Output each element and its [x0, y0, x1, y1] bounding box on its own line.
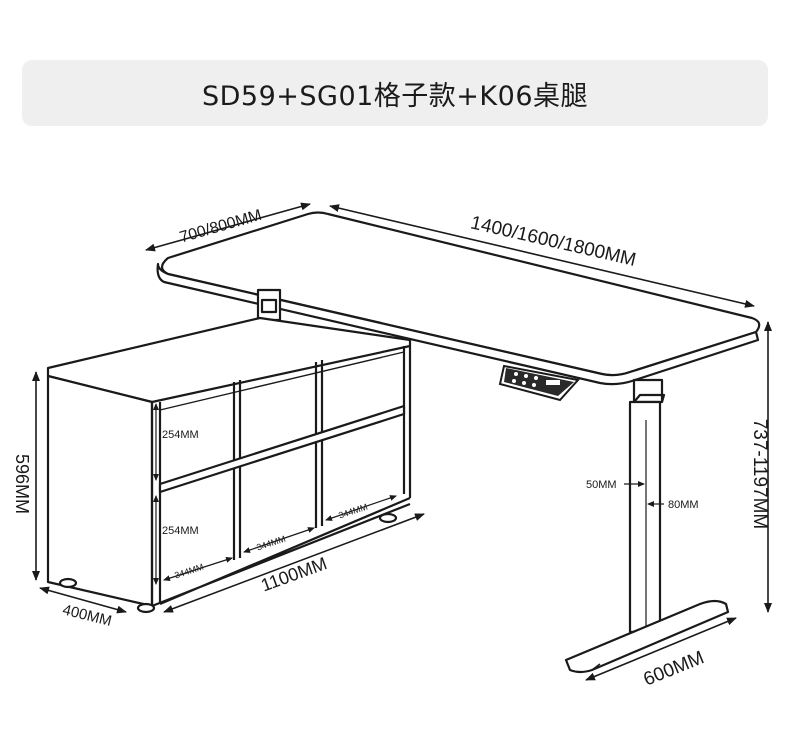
label-cabinet-height: 596MM: [12, 454, 32, 514]
cabinet-foot: [378, 512, 398, 524]
dim-line-desk-width: [329, 204, 755, 308]
lifting-column: [628, 378, 666, 634]
label-cell-width-left: 344MM: [173, 562, 205, 581]
shelf-upper: [158, 404, 406, 494]
desktop-edge: [156, 262, 760, 386]
label-cell-width-middle: 344MM: [255, 534, 287, 553]
cabinet-foot: [58, 577, 78, 589]
label-column-inner: 80MM: [668, 499, 699, 511]
cabinet-foot: [136, 602, 156, 614]
label-height-range: 737-1197MM: [749, 419, 770, 530]
page-title: SD59+SG01格子款+K06桌腿: [201, 80, 588, 112]
title-bar: SD59+SG01格子款+K06桌腿: [22, 60, 768, 126]
dim-line-side-depth: [145, 202, 311, 252]
label-cell-height-lower: 254MM: [162, 525, 199, 537]
cabinet: [46, 316, 412, 614]
cabinet-side: [46, 374, 154, 608]
label-column-outer: 50MM: [586, 479, 617, 491]
desk: [156, 211, 761, 674]
control-panel[interactable]: [498, 364, 580, 402]
dim-line-cabinet-depth: [39, 586, 127, 614]
label-cell-height-upper: 254MM: [162, 429, 199, 441]
dim-line-foot-length: [585, 617, 737, 681]
cabinet-front: [150, 346, 412, 608]
dim-line-cabinet-width: [163, 513, 425, 613]
